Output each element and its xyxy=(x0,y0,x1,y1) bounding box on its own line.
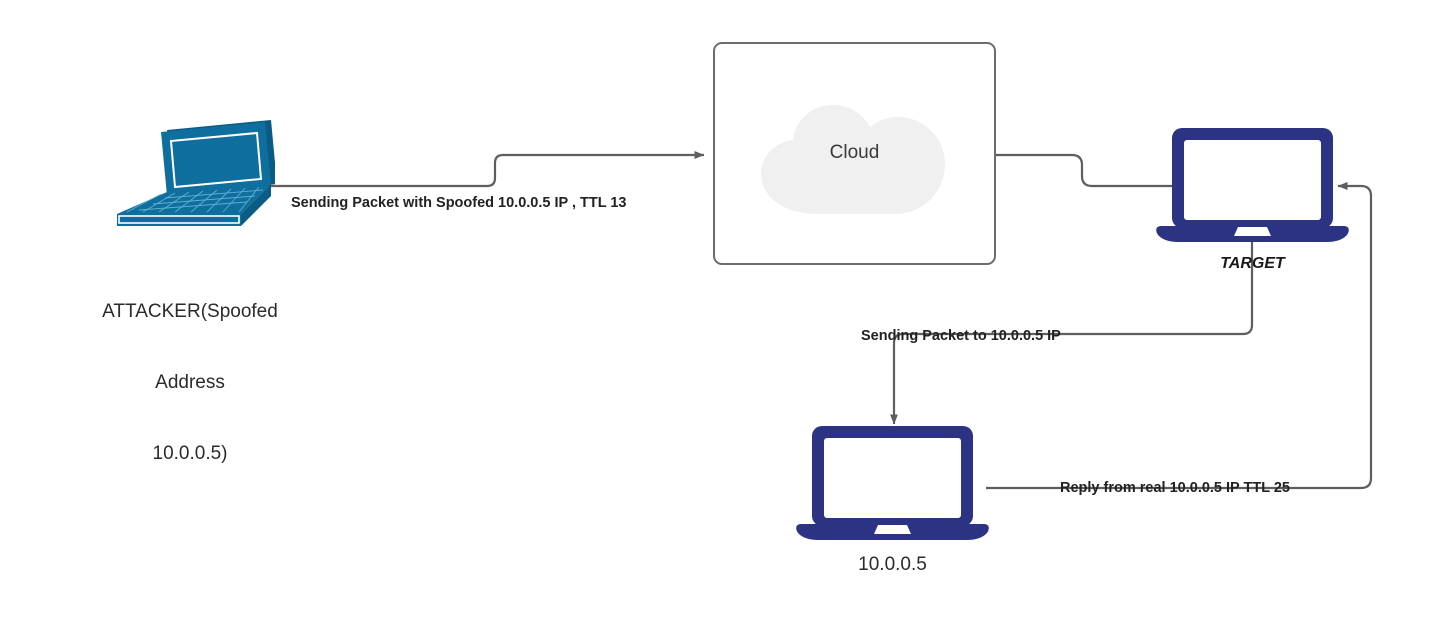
edge-target-to-victim xyxy=(890,240,1254,425)
laptop-icon xyxy=(796,426,989,540)
edge-attacker-to-cloud xyxy=(263,151,705,188)
laptop-icon xyxy=(1156,128,1349,242)
attacker-label-line3: 10.0.0.5) xyxy=(152,443,228,464)
target-label: TARGET xyxy=(1220,255,1285,272)
attacker-label: ATTACKER(Spoofed Address 10.0.0.5) xyxy=(45,252,335,513)
edge-label-attacker-to-cloud: Sending Packet with Spoofed 10.0.0.5 IP … xyxy=(291,195,627,211)
laptop-isometric-icon xyxy=(117,120,275,226)
victim-label: 10.0.0.5 xyxy=(858,554,927,575)
cloud-label: Cloud xyxy=(829,142,880,163)
edge-victim-to-target xyxy=(986,182,1373,490)
cloud-icon xyxy=(761,105,945,214)
attacker-label-line2: Address xyxy=(155,371,225,393)
edge-label-victim-to-target: Reply from real 10.0.0.5 IP TTL 25 xyxy=(1060,480,1290,496)
attacker-label-line1: ATTACKER(Spoofed xyxy=(102,300,278,322)
edge-cloud-to-target xyxy=(996,153,1172,188)
edge-label-target-to-victim: Sending Packet to 10.0.0.5 IP xyxy=(861,328,1061,344)
